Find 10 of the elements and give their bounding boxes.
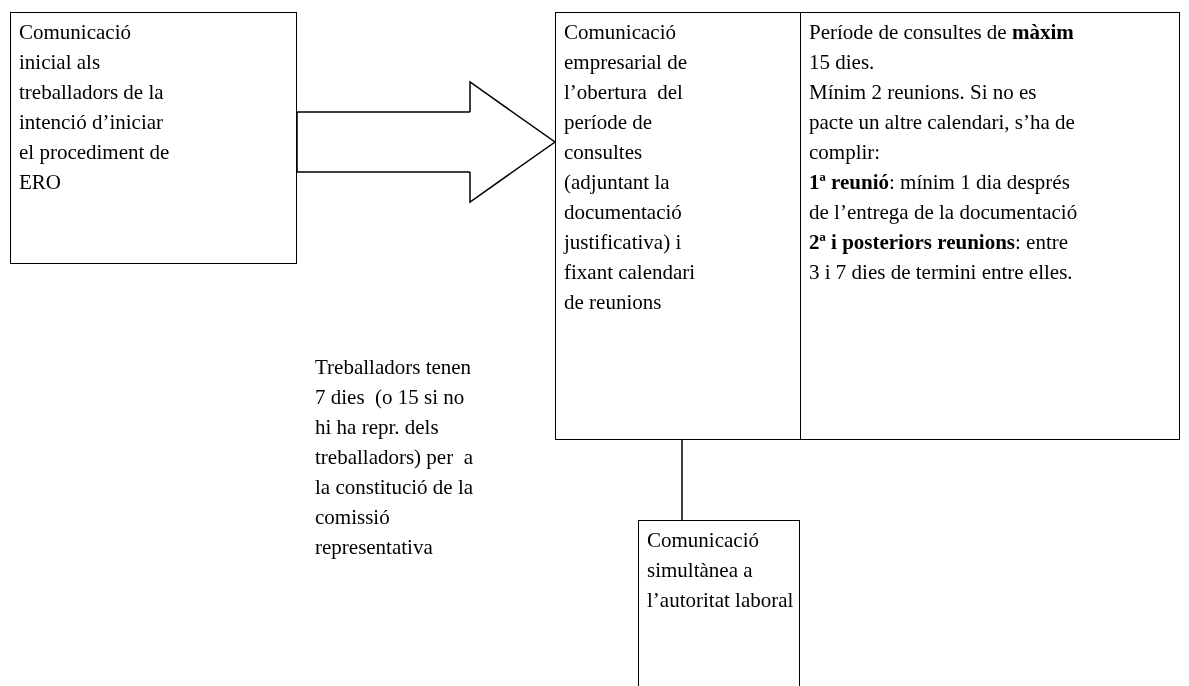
text-paragraph: Mínim 2 reunions. Si no es pacte un altre calendari, s’ha de complir: <box>809 79 1076 166</box>
text-paragraph: Període de consultes de màxim 15 dies. <box>809 19 1075 76</box>
text-box: Comunicació simultànea a l’autoritat laboral <box>638 520 800 686</box>
text-box: Comunicació inicial als treballadors de la intenció d’iniciar el procediment de ERO <box>10 12 297 264</box>
text-paragraph: 1ª reunió: mínim 1 dia després de l’entrega de la documentació <box>809 169 1079 226</box>
note-text: Treballadors tenen 7 dies (o 15 si no hi ha repr. dels treballadors) per a la constitució de la comissió representativa <box>315 354 475 561</box>
text-box: Comunicació empresarial de l’obertura del període de consultes (adjuntant la documentació justificativa) i fixant calendari de reunions <box>555 12 801 440</box>
text-paragraph: 2ª i posteriors reunions: entre 3 i 7 dies de termini entre elles. <box>809 229 1074 286</box>
connector-line <box>681 439 683 521</box>
text-box <box>800 12 1180 440</box>
